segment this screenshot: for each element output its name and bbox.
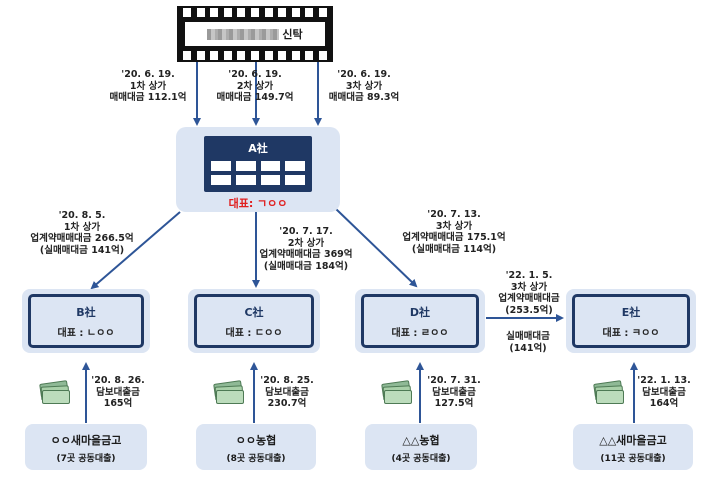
company-e-box: E社 대표 : ㅋㅇㅇ (566, 289, 696, 353)
lender-note: (11곳 공동대출) (600, 454, 666, 464)
lender-box-d: △△농협 (4곳 공동대출) (365, 424, 477, 470)
company-e-rep: 대표 : ㅋㅇㅇ (602, 328, 660, 339)
company-c-name: C社 (244, 306, 264, 319)
money-icon-b (39, 380, 70, 404)
money-icon-e (593, 380, 624, 404)
money-icon-d (381, 380, 412, 404)
lender-box-b: ㅇㅇ새마을금고 (7곳 공동대출) (25, 424, 147, 470)
company-b-name: B社 (76, 306, 96, 319)
trust-name: 신탁 (282, 28, 303, 41)
lender-name: ㅇㅇ농협 (235, 434, 277, 447)
redacted-name (207, 28, 280, 40)
film-holes-top (183, 8, 327, 17)
lender-note: (4곳 공동대출) (391, 454, 451, 464)
resale-label-e-actual: 실매매대금(141억) (506, 331, 550, 354)
arrow-a-to-b (90, 211, 181, 290)
company-a-name: A社 (248, 142, 268, 155)
lender-name: △△농협 (402, 434, 440, 447)
lender-note: (8곳 공동대출) (226, 454, 286, 464)
company-b-box: B社 대표 : ㄴㅇㅇ (22, 289, 150, 353)
trust-film-strip: 신탁 (177, 6, 333, 62)
trust-label: 신탁 (185, 22, 325, 46)
lender-box-c: ㅇㅇ농협 (8곳 공동대출) (196, 424, 316, 470)
company-a-rep: 대표: ㄱㅇㅇ (228, 197, 288, 210)
company-d-box: D社 대표 : ㄹㅇㅇ (355, 289, 485, 353)
company-a-box: A社 대표: ㄱㅇㅇ (176, 127, 340, 212)
lender-note: (7곳 공동대출) (56, 454, 116, 464)
company-c-box: C社 대표 : ㄷㅇㅇ (188, 289, 320, 353)
company-c-rep: 대표 : ㄷㅇㅇ (225, 328, 283, 339)
company-d-rep: 대표 : ㄹㅇㅇ (391, 328, 449, 339)
lender-name: ㅇㅇ새마을금고 (50, 434, 122, 447)
money-icon-c (213, 380, 244, 404)
company-d-name: D社 (409, 306, 431, 319)
company-e-name: E社 (621, 306, 641, 319)
film-holes-bottom (183, 51, 327, 60)
company-a-building-icon: A社 (204, 136, 312, 192)
company-b-rep: 대표 : ㄴㅇㅇ (57, 328, 115, 339)
arrow-a-to-d (335, 208, 418, 288)
lender-box-e: △△새마을금고 (11곳 공동대출) (573, 424, 693, 470)
lender-name: △△새마을금고 (599, 434, 667, 447)
